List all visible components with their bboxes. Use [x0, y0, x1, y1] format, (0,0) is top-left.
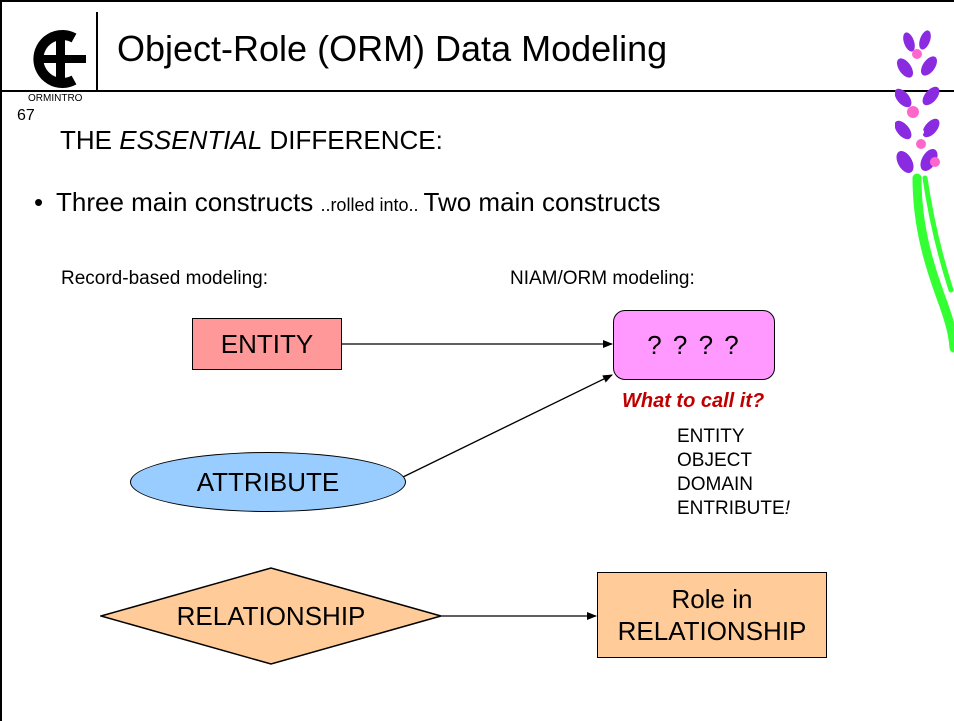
- title-rule: [0, 90, 954, 92]
- role-line-1: Role in: [671, 584, 753, 614]
- alternative-name: ENTITY: [677, 426, 745, 447]
- record-based-label: Record-based modeling:: [61, 268, 269, 289]
- relationship-diamond: [100, 567, 442, 665]
- attribute-arrow: [402, 374, 613, 478]
- logo-divider: [96, 12, 98, 90]
- bullet-part-2: ..rolled into..: [320, 195, 424, 215]
- what-to-call-it-callout: What to call it?: [622, 390, 765, 412]
- relationship-label: RELATIONSHIP: [176, 600, 366, 631]
- bullet-part-1: Three main constructs: [56, 187, 321, 217]
- attribute-ellipse: ATTRIBUTE: [130, 452, 406, 512]
- unknown-construct-box: ? ? ? ?: [613, 310, 775, 380]
- slide-frame-top: [0, 0, 954, 2]
- alternative-names-list: ENTITY OBJECT DOMAIN ENTRIBUTE!: [677, 425, 790, 521]
- heading-emphasis: ESSENTIAL: [119, 125, 263, 155]
- slide-frame-left: [0, 0, 2, 721]
- ce-logo-icon: [33, 30, 86, 88]
- alternative-name-last: ENTRIBUTE!: [677, 497, 790, 521]
- alternative-name: DOMAIN: [677, 474, 753, 495]
- section-heading: THE ESSENTIAL DIFFERENCE:: [60, 125, 443, 156]
- role-line-2: RELATIONSHIP: [617, 616, 807, 646]
- heading-suffix: DIFFERENCE:: [262, 125, 443, 155]
- alternative-name: OBJECT: [677, 450, 752, 471]
- alternative-suffix: !: [784, 498, 790, 519]
- role-in-relationship-box: Role in RELATIONSHIP: [597, 572, 827, 658]
- entity-box: ENTITY: [192, 318, 342, 370]
- alternative-name: ENTRIBUTE: [677, 498, 785, 519]
- niam-orm-label: NIAM/ORM modeling:: [510, 268, 695, 289]
- bullet-dot: •: [34, 187, 44, 217]
- heading-prefix: THE: [60, 125, 120, 155]
- bullet-point: • Three main constructs ..rolled into.. T…: [34, 187, 660, 218]
- slide-code: ORMINTRO: [28, 93, 83, 104]
- lavender-flower-icon: [895, 30, 954, 353]
- slide-title: Object-Role (ORM) Data Modeling: [117, 28, 668, 69]
- slide-number: 67: [17, 107, 35, 124]
- bullet-part-3: Two main constructs: [423, 187, 661, 217]
